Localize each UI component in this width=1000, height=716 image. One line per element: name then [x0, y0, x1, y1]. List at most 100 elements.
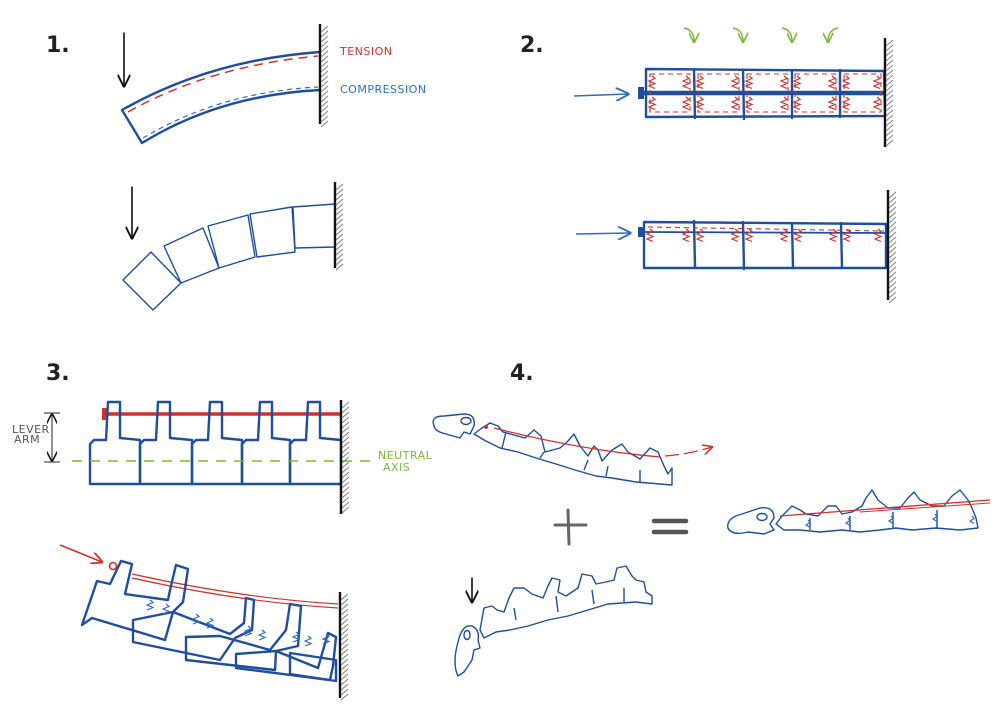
stress-line — [647, 226, 885, 232]
hatch-stroke — [888, 291, 897, 299]
stress-zigzag — [695, 228, 705, 243]
hatch-stroke — [340, 653, 349, 661]
segmented-beam-diagram — [122, 182, 344, 311]
hatch-stroke — [335, 193, 344, 201]
ligament-anchor — [484, 425, 488, 429]
compression-label: COMPRESSION — [340, 83, 427, 96]
hatch-stroke — [341, 401, 350, 409]
compression-marks — [804, 513, 975, 529]
hatch-stroke — [341, 451, 350, 459]
hatch-stroke — [885, 64, 894, 72]
hatch-stroke — [341, 491, 350, 499]
stress-box — [649, 73, 691, 113]
compression-zigzag — [291, 631, 301, 643]
hatch-stroke — [341, 501, 350, 509]
compression-zigzag — [968, 515, 975, 525]
hatch-stroke — [320, 40, 329, 48]
hatch-stroke — [888, 276, 897, 284]
hatch-stroke — [335, 188, 344, 196]
compression-zigzag — [257, 629, 267, 641]
compression-zigzag — [931, 513, 938, 523]
skull — [454, 625, 481, 677]
top-tendon-beam — [575, 190, 897, 304]
hatch-stroke — [335, 258, 344, 266]
green-curved-arrow — [732, 27, 743, 41]
fixed-wall — [339, 400, 350, 514]
hatch-stroke — [888, 226, 897, 234]
hatch-stroke — [340, 598, 349, 606]
panel-number-4: 4. — [510, 361, 534, 386]
green-curved-arrow — [828, 27, 839, 41]
compression-zigzag — [844, 517, 851, 527]
hatch-stroke — [320, 50, 329, 58]
hatch-stroke — [320, 60, 329, 68]
hatch-stroke — [340, 663, 349, 671]
hatch-stroke — [341, 446, 350, 454]
ligament-anchor — [102, 408, 108, 420]
lever-arm-label-line1: LEVER — [12, 423, 50, 436]
hatch-stroke — [335, 198, 344, 206]
hatch-stroke — [335, 233, 344, 241]
hatch-stroke — [340, 658, 349, 666]
stress-zigzag — [841, 96, 851, 111]
hatch-stroke — [335, 213, 344, 221]
hatch-stroke — [885, 119, 894, 127]
hatch-stroke — [335, 218, 344, 226]
panel-1: 1. TENSION COMPRESSION — [46, 24, 427, 311]
hatch-stroke — [888, 231, 897, 239]
stress-zigzag — [841, 75, 851, 90]
hatch-stroke — [335, 238, 344, 246]
stress-zigzag — [647, 96, 657, 111]
neck-vertebrae — [473, 422, 673, 486]
stress-zigzag — [681, 96, 691, 111]
hatch-stroke — [888, 191, 897, 199]
panel-3: 3. LEVER ARM NEUTRAL AXIS — [12, 361, 432, 701]
hatch-stroke — [340, 618, 349, 626]
hatch-stroke — [885, 139, 894, 147]
neck-balanced-diagram — [727, 489, 991, 535]
vertebrae-bent — [59, 544, 349, 701]
stress-zigzag — [827, 96, 837, 111]
hatch-stroke — [341, 496, 350, 504]
stress-zigzag — [828, 228, 838, 243]
stress-boxes — [647, 73, 882, 113]
stress-zigzag — [792, 96, 802, 111]
skull — [432, 413, 475, 439]
hatch-stroke — [885, 124, 894, 132]
hatch-stroke — [340, 593, 349, 601]
beam-segments — [642, 219, 888, 271]
panel-number-3: 3. — [46, 361, 70, 386]
hatch-stroke — [885, 84, 894, 92]
stress-zigzag — [681, 228, 691, 243]
hatch-stroke — [320, 120, 329, 128]
hatch-stroke — [885, 134, 894, 142]
panel-2: 2. — [520, 27, 897, 304]
hatch-stroke — [340, 683, 349, 691]
hatch-stroke — [341, 406, 350, 414]
compression-zigzag — [887, 515, 894, 525]
hatch-stroke — [320, 100, 329, 108]
hatch-stroke — [888, 201, 897, 209]
compression-force-arrow — [575, 233, 630, 234]
stress-zigzag — [793, 228, 803, 243]
stress-box — [697, 73, 740, 113]
hatch-stroke — [888, 256, 897, 264]
hatch-stroke — [335, 203, 344, 211]
hatch-stroke — [320, 30, 329, 38]
vertebrae-segments — [80, 559, 338, 683]
beam-outline — [120, 50, 322, 145]
beam-segments — [122, 203, 336, 311]
stress-zigzag — [842, 228, 852, 243]
hatch-stroke — [340, 668, 349, 676]
hatch-stroke — [341, 426, 350, 434]
hatch-stroke — [888, 206, 897, 214]
compression-zigzag — [303, 635, 313, 647]
compression-zigzag — [321, 633, 331, 645]
hatch-stroke — [888, 261, 897, 269]
compression-zigzag — [145, 599, 155, 611]
skull — [727, 507, 775, 535]
hatch-stroke — [340, 673, 349, 681]
hatch-stroke — [320, 25, 329, 33]
hatch-stroke — [341, 476, 350, 484]
stress-zigzag — [744, 96, 754, 111]
